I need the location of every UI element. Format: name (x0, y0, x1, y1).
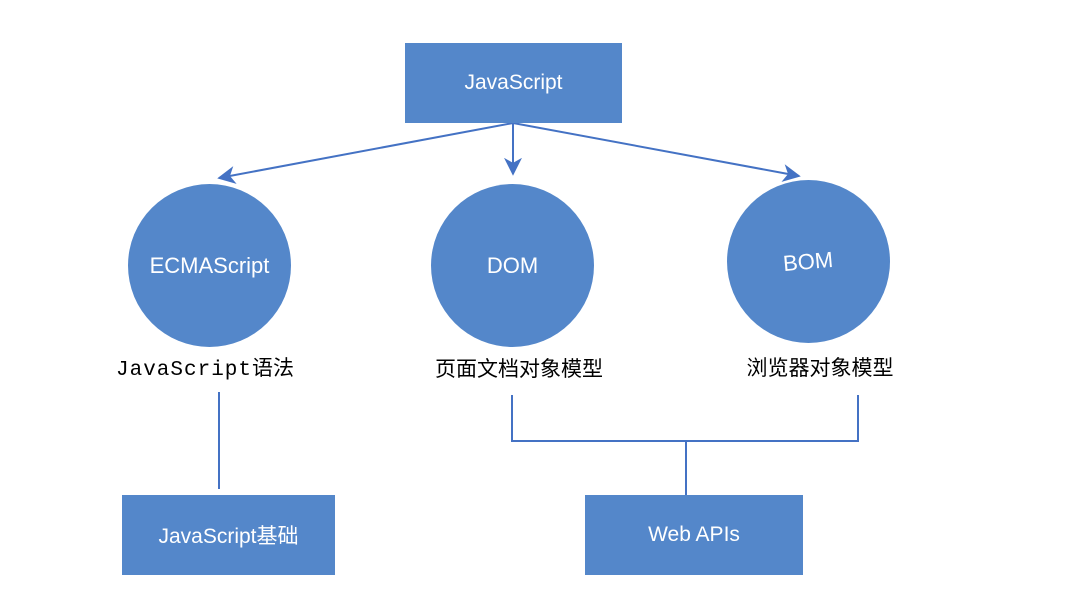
arrow-javascript-to-ecmascript (217, 122, 514, 184)
web-apis-box-label: Web APIs (648, 523, 740, 546)
ecmascript-caption-zh-part: 语法 (252, 357, 295, 380)
javascript-box-label: JavaScript (464, 71, 563, 94)
ecmascript-circle-label: ECMAScript (149, 252, 270, 278)
javascript-basics-box-label: JavaScript基础 (158, 525, 299, 548)
javascript-box: JavaScript (405, 43, 622, 123)
bom-circle: BOM (727, 180, 890, 343)
ecmascript-circle: ECMAScript (128, 184, 291, 347)
bom-caption: 浏览器对象模型 (746, 357, 894, 380)
dom-caption: 页面文档对象模型 (435, 358, 603, 381)
arrow-javascript-to-bom (512, 122, 801, 182)
web-apis-box: Web APIs (585, 495, 803, 575)
dom-circle: DOM (431, 184, 594, 347)
ecmascript-caption-code-part: JavaScript (115, 359, 253, 382)
ecmascript-caption: JavaScript语法 (85, 352, 325, 382)
bom-circle-label: BOM (782, 246, 835, 276)
dom-circle-label: DOM (486, 252, 539, 278)
javascript-basics-box: JavaScript基础 (122, 495, 335, 575)
bracket-dom-bom (511, 395, 859, 442)
